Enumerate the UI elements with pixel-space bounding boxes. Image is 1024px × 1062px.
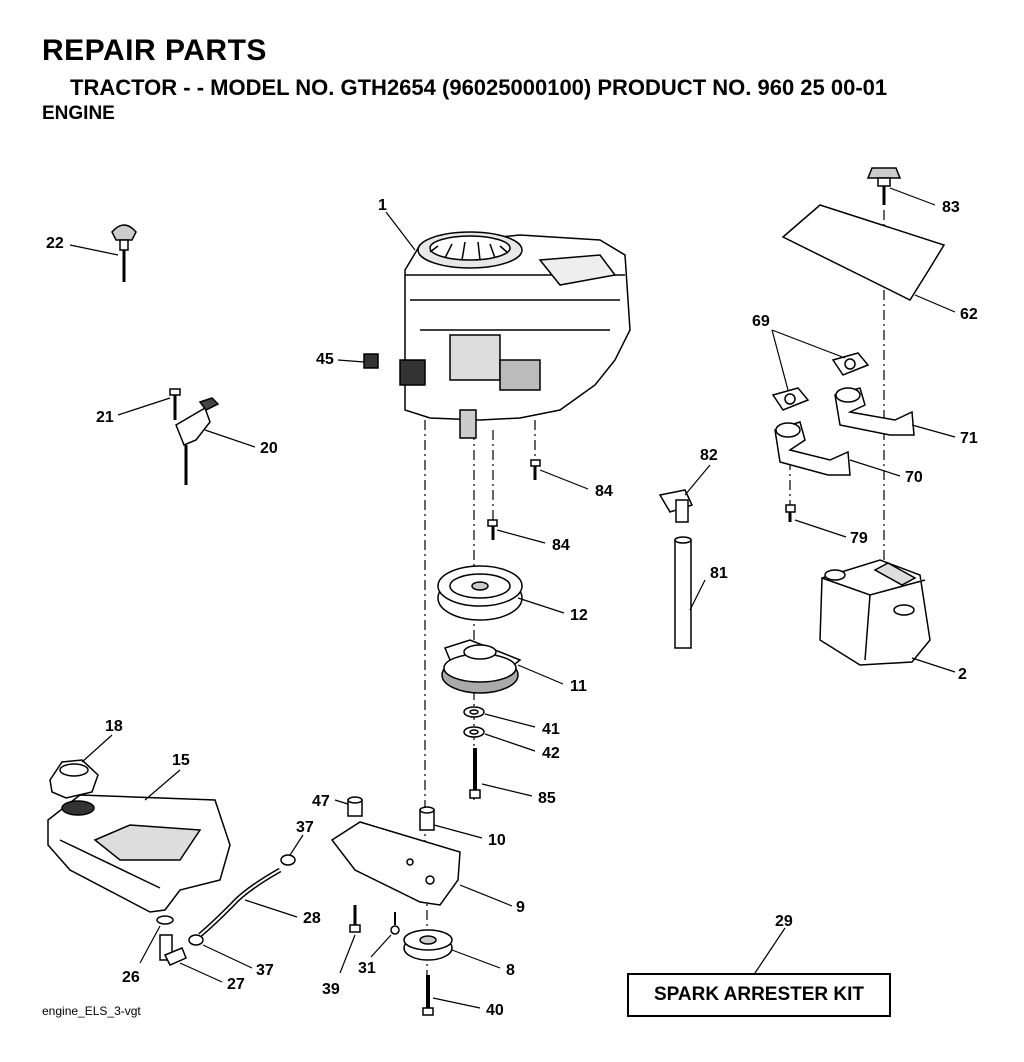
callout-18: 18 — [105, 718, 123, 735]
callout-21: 21 — [96, 409, 114, 426]
callout-69: 69 — [752, 313, 770, 330]
callout-28: 28 — [303, 910, 321, 927]
part-31-screw — [390, 912, 400, 935]
callout-10: 10 — [488, 832, 506, 849]
callout-71: 71 — [960, 430, 978, 447]
callout-37-a: 37 — [296, 819, 314, 836]
part-62-heat-shield — [781, 204, 946, 301]
part-45-nut — [363, 353, 379, 369]
callout-1: 1 — [378, 197, 387, 214]
leader-lines — [69, 187, 956, 1009]
spark-arrester-kit-label: SPARK ARRESTER KIT — [653, 984, 865, 1005]
part-9-bracket — [330, 821, 461, 906]
part-83-knob — [866, 167, 902, 205]
part-10-spacer — [419, 806, 435, 831]
callout-39: 39 — [322, 981, 340, 998]
part-12-pulley — [437, 565, 523, 621]
callout-20: 20 — [260, 440, 278, 457]
callout-15: 15 — [172, 752, 190, 769]
callout-62: 62 — [960, 306, 978, 323]
callout-45: 45 — [316, 351, 334, 368]
part-39-bolt — [349, 905, 361, 933]
callout-9: 9 — [516, 899, 525, 916]
callout-26: 26 — [122, 969, 140, 986]
spark-arrester-kit-box: SPARK ARRESTER KIT — [627, 973, 891, 1017]
callout-11: 11 — [570, 678, 587, 695]
part-11-clutch — [441, 639, 522, 694]
part-85-bolt — [469, 748, 481, 799]
part-28-fuel-hose — [198, 867, 282, 937]
engine — [399, 231, 631, 439]
part-15-fuel-tank — [47, 794, 231, 913]
part-27-fitting — [159, 934, 187, 966]
callout-79: 79 — [850, 530, 868, 547]
callout-31: 31 — [358, 960, 376, 977]
callout-8: 8 — [506, 962, 515, 979]
callout-84-a: 84 — [595, 483, 613, 500]
model-subtitle: TRACTOR - - MODEL NO. GTH2654 (960250001… — [70, 75, 888, 100]
section-label: ENGINE — [42, 103, 115, 124]
part-81-tube — [674, 536, 692, 649]
callout-84-b: 84 — [552, 537, 570, 554]
callout-labels: 1 22 45 21 20 83 62 69 71 70 79 82 81 84… — [46, 197, 978, 1019]
part-70-exhaust-pipe — [774, 421, 851, 476]
callout-2: 2 — [958, 666, 967, 683]
callout-70: 70 — [905, 469, 923, 486]
callout-81: 81 — [710, 565, 728, 582]
callout-29: 29 — [775, 913, 793, 930]
file-label: engine_ELS_3-vgt — [42, 1004, 141, 1018]
part-37-clamps — [188, 854, 296, 946]
part-26-grommet — [156, 915, 174, 925]
callout-85: 85 — [538, 790, 556, 807]
part-84-bolts — [487, 459, 541, 540]
callout-12: 12 — [570, 607, 588, 624]
part-69-gaskets — [771, 352, 870, 411]
callout-41: 41 — [542, 721, 560, 738]
part-41-washer — [463, 706, 485, 718]
callout-42: 42 — [542, 745, 560, 762]
part-40-bolt — [422, 975, 434, 1016]
part-22-knob — [111, 224, 137, 282]
callout-27: 27 — [227, 976, 245, 993]
callout-83: 83 — [942, 199, 960, 216]
part-2-muffler — [819, 559, 931, 666]
callout-37-b: 37 — [256, 962, 274, 979]
part-79-bolt — [785, 504, 796, 522]
part-8-idler-pulley — [403, 929, 453, 961]
part-18-fuel-cap — [49, 759, 99, 799]
callout-40: 40 — [486, 1002, 504, 1019]
part-82-fitting — [658, 489, 694, 523]
part-71-exhaust-pipe — [834, 387, 915, 436]
callout-47: 47 — [312, 793, 330, 810]
part-47-spacer — [347, 796, 363, 817]
callout-22: 22 — [46, 235, 64, 252]
callout-82: 82 — [700, 447, 718, 464]
page-title: REPAIR PARTS — [42, 34, 267, 67]
part-20-throttle-bracket — [169, 388, 220, 485]
part-42-washer — [463, 726, 485, 738]
